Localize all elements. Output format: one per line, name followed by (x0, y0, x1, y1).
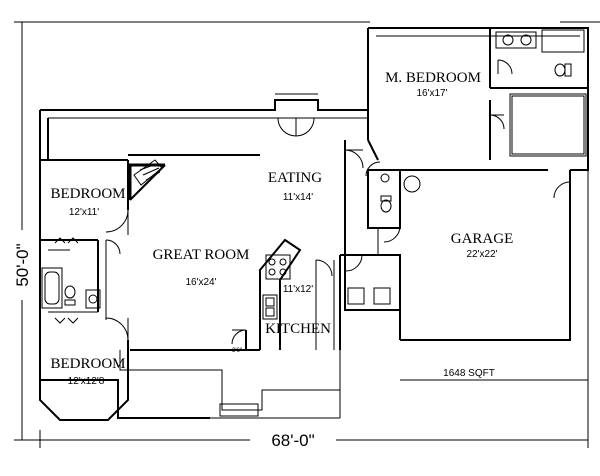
master-bedroom-size: 16'x17' (416, 88, 447, 99)
area-note: 1648 SQFT (443, 368, 495, 379)
door-width-note: 3'6" (232, 348, 242, 354)
garage-name: GARAGE (451, 231, 514, 247)
bedroom-top-walls (39, 160, 129, 251)
overall-depth-label: 50'-0" (13, 243, 32, 286)
eating-size: 11'x14' (283, 192, 313, 203)
bedroom-bottom-size: 12'x12'8 (68, 376, 105, 387)
master-bath (489, 28, 588, 160)
bedroom-top-size: 12'x11' (69, 207, 99, 218)
entry-door (231, 329, 247, 345)
kitchen-name: KITCHEN (265, 321, 331, 337)
great-room-size: 16'x24' (185, 277, 216, 288)
garage-side-door (403, 175, 571, 199)
overall-width-label: 68'-0" (271, 431, 314, 450)
half-bath (367, 169, 401, 256)
bedroom-bottom-walls (39, 300, 129, 421)
garage-size: 22'x22' (466, 249, 497, 260)
exterior-walls (39, 27, 589, 419)
bedroom-bottom-name: BEDROOM (50, 356, 125, 372)
kitchen-size: 11'x12' (283, 284, 313, 295)
interior-walls-center (127, 140, 346, 350)
bedroom-top-name: BEDROOM (50, 186, 125, 202)
hall-bathroom (41, 240, 107, 320)
door-swings-west (105, 209, 129, 341)
room-labels: M. BEDROOM 16'x17' BEDROOM 12'x11' BEDRO… (50, 70, 513, 387)
utility-area (344, 254, 401, 311)
eating-name: EATING (268, 170, 322, 186)
eating-double-door (277, 117, 315, 137)
master-bedroom-name: M. BEDROOM (385, 70, 481, 86)
master-hall-door (344, 139, 381, 177)
fireplace (128, 159, 166, 201)
great-room-name: GREAT ROOM (153, 247, 250, 263)
